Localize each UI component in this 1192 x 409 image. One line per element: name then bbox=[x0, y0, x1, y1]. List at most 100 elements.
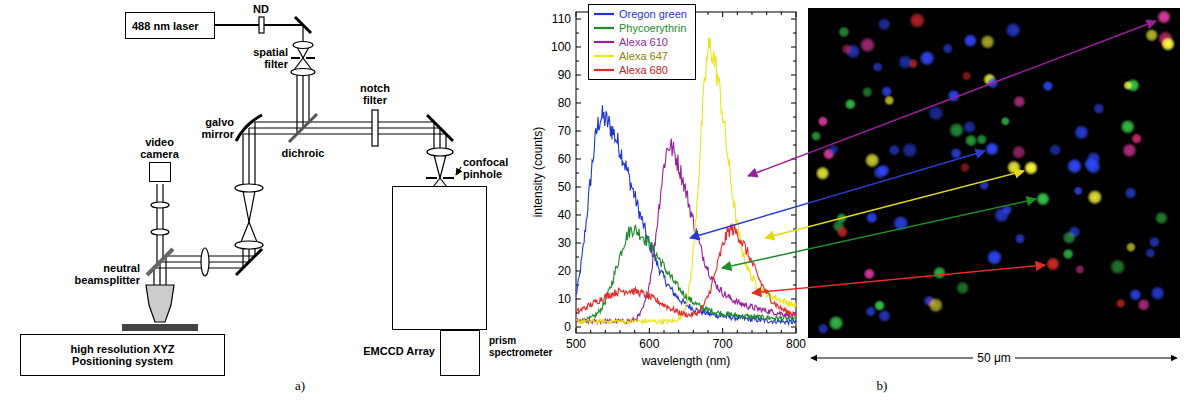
tick-label: 110 bbox=[552, 12, 571, 26]
scale-label: 50 μm bbox=[973, 351, 1015, 365]
component-label: notch filter bbox=[353, 82, 398, 106]
component-label: confocal pinhole bbox=[463, 156, 525, 180]
tick-label: 100 bbox=[551, 40, 571, 54]
tick-label: 70 bbox=[558, 124, 571, 138]
label-anchor: 500 bbox=[566, 337, 586, 351]
bead-spot bbox=[1024, 161, 1039, 176]
bead-spot bbox=[1042, 80, 1054, 92]
bead-spot bbox=[1073, 186, 1083, 196]
bead-spot bbox=[1150, 286, 1165, 301]
spectrum-curve bbox=[576, 224, 796, 317]
bead-spot bbox=[865, 306, 877, 318]
bead-spot bbox=[1122, 143, 1138, 159]
text-holder: video camera bbox=[132, 136, 188, 160]
bead-spot bbox=[955, 281, 969, 295]
legend-box: Oregon greenPhycoerythrinAlexa 610Alexa … bbox=[588, 4, 696, 80]
bead-spot bbox=[884, 95, 895, 106]
bead-spot bbox=[815, 166, 830, 181]
bead-spot bbox=[817, 323, 829, 335]
fluorescence-image bbox=[808, 8, 1180, 338]
panel-label: b) bbox=[877, 378, 888, 393]
bead-spot bbox=[1129, 288, 1142, 301]
bead-spot bbox=[877, 17, 891, 31]
label-anchor: 800 bbox=[786, 337, 806, 351]
label-anchor: 100 bbox=[551, 40, 571, 54]
bead-spot bbox=[919, 50, 935, 66]
label-anchor: b) bbox=[877, 378, 888, 393]
leader-arrows bbox=[690, 21, 1156, 293]
component-label: high resolution XYZ Positioning system bbox=[53, 343, 193, 367]
legend-line-sample bbox=[593, 9, 615, 19]
bead-spot bbox=[1087, 189, 1103, 205]
bead-spot bbox=[1115, 298, 1125, 308]
bead-spot bbox=[985, 142, 1000, 157]
legend-row: Phycoerythrin bbox=[593, 21, 687, 35]
label-anchor: 50 bbox=[558, 180, 571, 194]
stage-box: high resolution XYZ Positioning system bbox=[20, 334, 225, 376]
legend-text: Alexa 680 bbox=[619, 63, 668, 77]
tick-label: 500 bbox=[566, 337, 586, 351]
label-anchor: wavelength (nm) bbox=[642, 354, 731, 368]
spectrum-curve bbox=[576, 38, 796, 324]
label-anchor: galvo mirror bbox=[194, 116, 234, 140]
legend-row: Oregon green bbox=[593, 7, 687, 21]
bead-spot bbox=[1036, 192, 1051, 207]
label-anchor: 600 bbox=[639, 337, 659, 351]
bead-spots bbox=[811, 10, 1176, 335]
bead-spot bbox=[1066, 158, 1083, 175]
bead-spot bbox=[838, 26, 850, 38]
bead-spot bbox=[1075, 264, 1085, 274]
bead-spot bbox=[1086, 151, 1101, 166]
text-holder: EMCCD Array bbox=[363, 345, 435, 357]
component-label: 488 nm laser bbox=[132, 20, 199, 32]
spectrum-curve bbox=[576, 139, 796, 324]
bead-spot bbox=[909, 12, 926, 29]
bead-spot bbox=[1049, 143, 1062, 156]
component-label: neutral beamsplitter bbox=[64, 262, 140, 286]
bead-spot bbox=[964, 134, 977, 147]
bead-spot bbox=[1109, 259, 1126, 276]
legend-row: Alexa 610 bbox=[593, 35, 687, 49]
label-anchor: 0 bbox=[564, 320, 571, 334]
bead-spot bbox=[1124, 186, 1137, 199]
bead-spot bbox=[844, 98, 856, 110]
bead-spot bbox=[1123, 80, 1133, 90]
bead-spot bbox=[986, 249, 1003, 266]
bead-spot bbox=[863, 268, 875, 280]
label-anchor: intensity (counts) bbox=[538, 172, 629, 186]
bead-spot bbox=[1011, 145, 1026, 160]
legend-row: Alexa 647 bbox=[593, 49, 687, 63]
component-label: dichroic bbox=[282, 147, 325, 159]
legend-text: Oregon green bbox=[619, 7, 687, 21]
bead-spot bbox=[836, 226, 849, 239]
legend-line-sample bbox=[593, 37, 615, 47]
bead-spot bbox=[948, 122, 964, 138]
bead-spot bbox=[865, 211, 878, 224]
bead-spot bbox=[1154, 211, 1168, 225]
label-anchor: ND bbox=[253, 3, 269, 15]
bead-spot bbox=[811, 131, 822, 142]
tick-label: 0 bbox=[564, 320, 571, 334]
tick-label: 40 bbox=[558, 208, 571, 222]
label-anchor: dichroic bbox=[282, 147, 325, 159]
tick-label: 800 bbox=[786, 337, 806, 351]
tick-label: 700 bbox=[713, 337, 733, 351]
bead-spot bbox=[872, 61, 883, 72]
component-label: EMCCD Array bbox=[363, 345, 435, 357]
label-anchor: 50 μm bbox=[973, 351, 1015, 365]
bead-spot bbox=[933, 266, 947, 280]
bead-spot bbox=[1145, 28, 1159, 42]
label-anchor: spatial filter bbox=[240, 46, 288, 70]
bead-spot bbox=[928, 297, 944, 313]
text-holder: 488 nm laser bbox=[132, 13, 199, 38]
label-anchor: confocal pinhole bbox=[463, 156, 525, 180]
axis-title: intensity (counts) bbox=[531, 127, 545, 218]
tick-label: 30 bbox=[558, 236, 571, 250]
emccd-box: EMCCD Array bbox=[440, 330, 480, 376]
tick-label: 20 bbox=[558, 264, 571, 278]
tick-label: 10 bbox=[558, 292, 571, 306]
bead-spot bbox=[1148, 236, 1160, 248]
bead-spot bbox=[1161, 37, 1176, 52]
bead-spot bbox=[1126, 242, 1137, 253]
